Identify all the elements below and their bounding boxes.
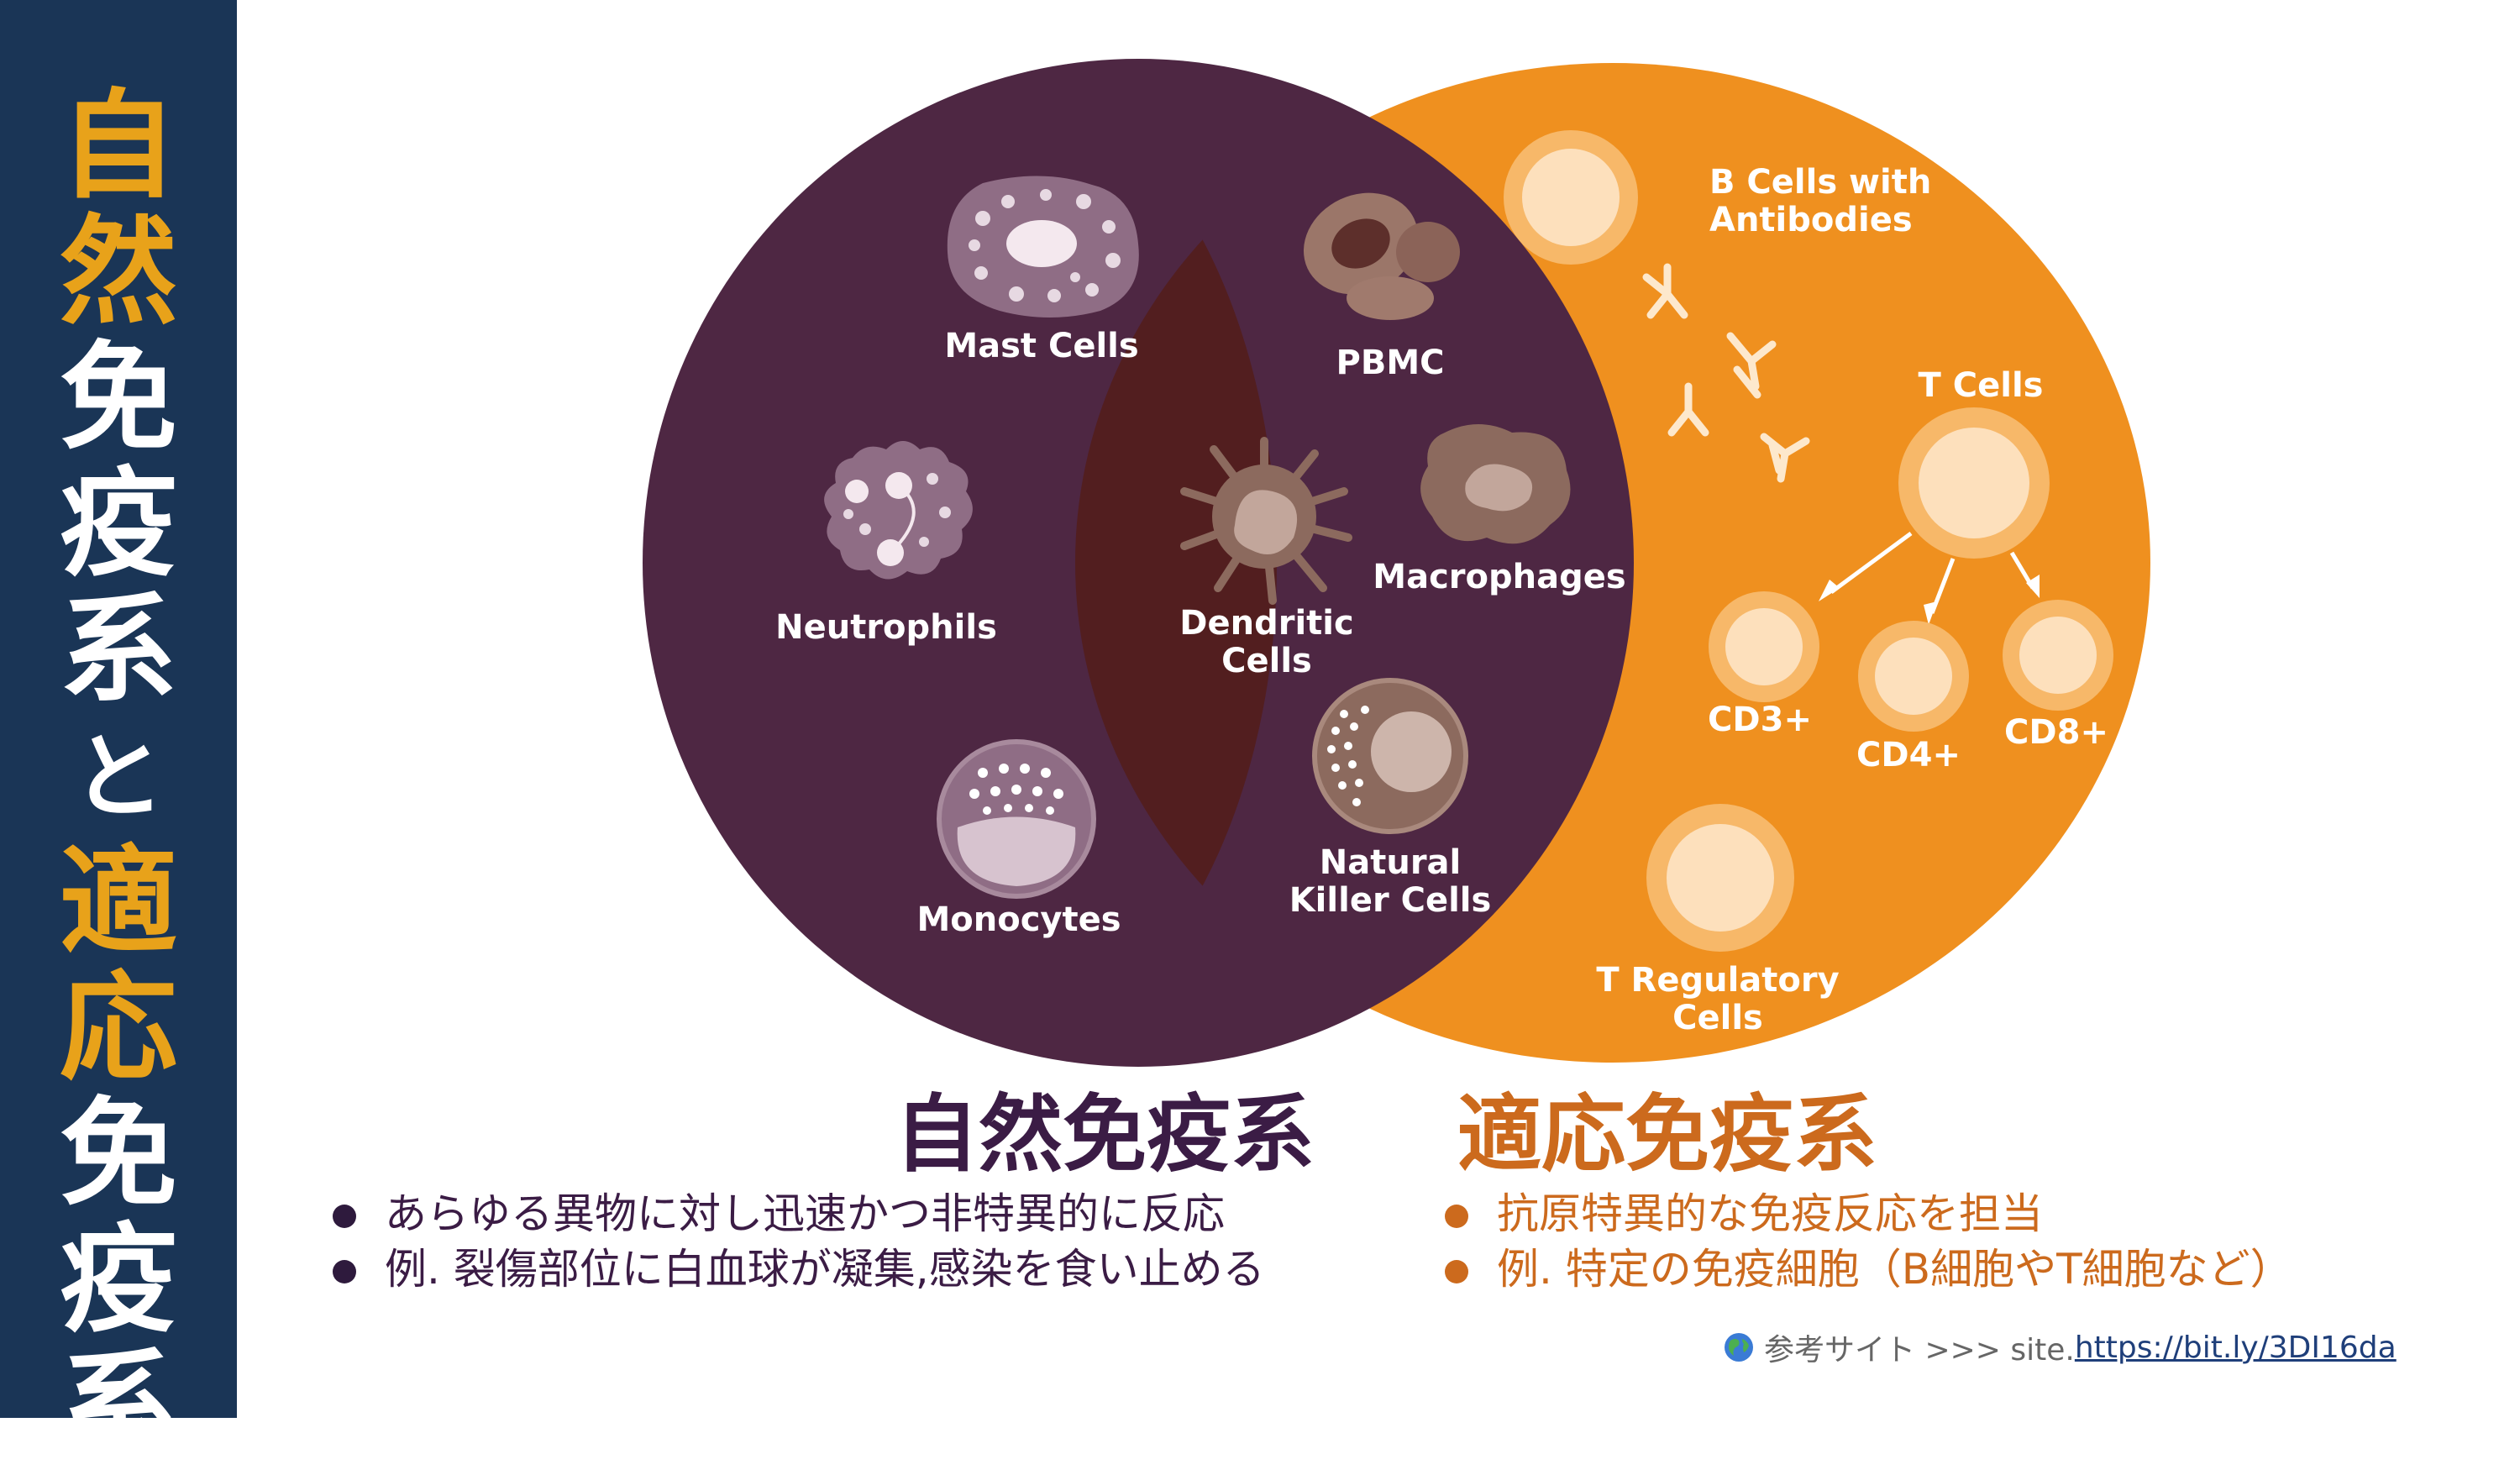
reference-link[interactable]: https://bit.ly/3DI16da	[2074, 1330, 2397, 1365]
mast-cell-icon	[947, 176, 1139, 318]
neutrophil-icon	[824, 441, 973, 580]
label-cd3: CD3+	[1708, 701, 1812, 739]
label-dendritic-line2: Cells	[1221, 642, 1312, 680]
sidebar-title-char: 系	[59, 582, 177, 719]
innate-bullet-list: あらゆる異物に対し迅速かつ非特異的に反応 例. 裂傷部位に白血球が凝集,感染を食…	[326, 1186, 1265, 1297]
reference-line: 参考サイト >>> site. https://bit.ly/3DI16da	[1724, 1325, 2397, 1369]
label-mast-cells: Mast Cells	[944, 327, 1138, 365]
innate-heading: 自然免疫系	[895, 1085, 1315, 1184]
sidebar-title-char: 自	[59, 78, 177, 215]
sidebar-title: 自然免疫系と適応免疫系	[0, 84, 237, 1470]
label-t-cells: T Cells	[1919, 366, 2044, 405]
globe-icon	[1725, 1333, 1753, 1362]
label-b-cells-line2: Antibodies	[1709, 201, 1913, 239]
label-neutrophils: Neutrophils	[775, 608, 997, 647]
b-cell-icon	[1504, 130, 1638, 265]
label-cd8: CD8+	[2004, 713, 2108, 752]
adaptive-bullet: 抗原特異的な免疫反応を担当	[1438, 1186, 2292, 1241]
adaptive-bullet: 例. 特定の免疫細胞（B細胞やT細胞など）	[1438, 1241, 2292, 1297]
innate-bullet: 例. 裂傷部位に白血球が凝集,感染を食い止める	[326, 1241, 1265, 1297]
nk-cell-icon	[1312, 678, 1468, 834]
venn-diagram: Mast Cells Neutrophils Monocytes PBMC De…	[643, 59, 2150, 1067]
sidebar-title-char: と	[72, 723, 165, 831]
label-b-cells-line1: B Cells with	[1709, 163, 1931, 202]
sidebar: 自然免疫系と適応免疫系	[0, 0, 237, 1470]
label-dendritic-line1: Dendritic	[1179, 604, 1353, 643]
label-pbmc: PBMC	[1336, 344, 1445, 382]
pbmc-icon	[1303, 192, 1460, 320]
sidebar-title-char: 免	[59, 330, 177, 467]
t-cell-icon	[1709, 407, 2113, 732]
dendritic-cell-icon	[1180, 437, 1352, 605]
monocyte-icon	[937, 739, 1096, 899]
sidebar-title-char: 応	[59, 960, 177, 1097]
label-monocytes: Monocytes	[916, 900, 1121, 939]
adaptive-heading: 適応免疫系	[1457, 1085, 1877, 1184]
sidebar-title-char: 然	[59, 204, 177, 341]
macrophage-icon	[1420, 424, 1571, 544]
label-killer-cells: Killer Cells	[1289, 881, 1492, 920]
label-treg-line2: Cells	[1672, 999, 1763, 1037]
reference-prefix: 参考サイト >>> site.	[1764, 1333, 2075, 1367]
sidebar-title-char: 適	[59, 834, 177, 971]
label-cd4: CD4+	[1856, 736, 1961, 774]
sidebar-title-char: 疫	[59, 1212, 177, 1349]
innate-bullet: あらゆる異物に対し迅速かつ非特異的に反応	[326, 1186, 1265, 1241]
antibody-icon	[1642, 263, 1810, 483]
label-macrophages: Macrophages	[1373, 558, 1625, 596]
adaptive-bullet-list: 抗原特異的な免疫反応を担当 例. 特定の免疫細胞（B細胞やT細胞など）	[1438, 1186, 2292, 1297]
label-natural: Natural	[1320, 843, 1462, 882]
treg-icon	[1646, 804, 1794, 952]
label-treg-line1: T Regulatory	[1596, 961, 1839, 1000]
sidebar-title-char: 疫	[59, 456, 177, 593]
sidebar-title-char: 免	[59, 1086, 177, 1223]
